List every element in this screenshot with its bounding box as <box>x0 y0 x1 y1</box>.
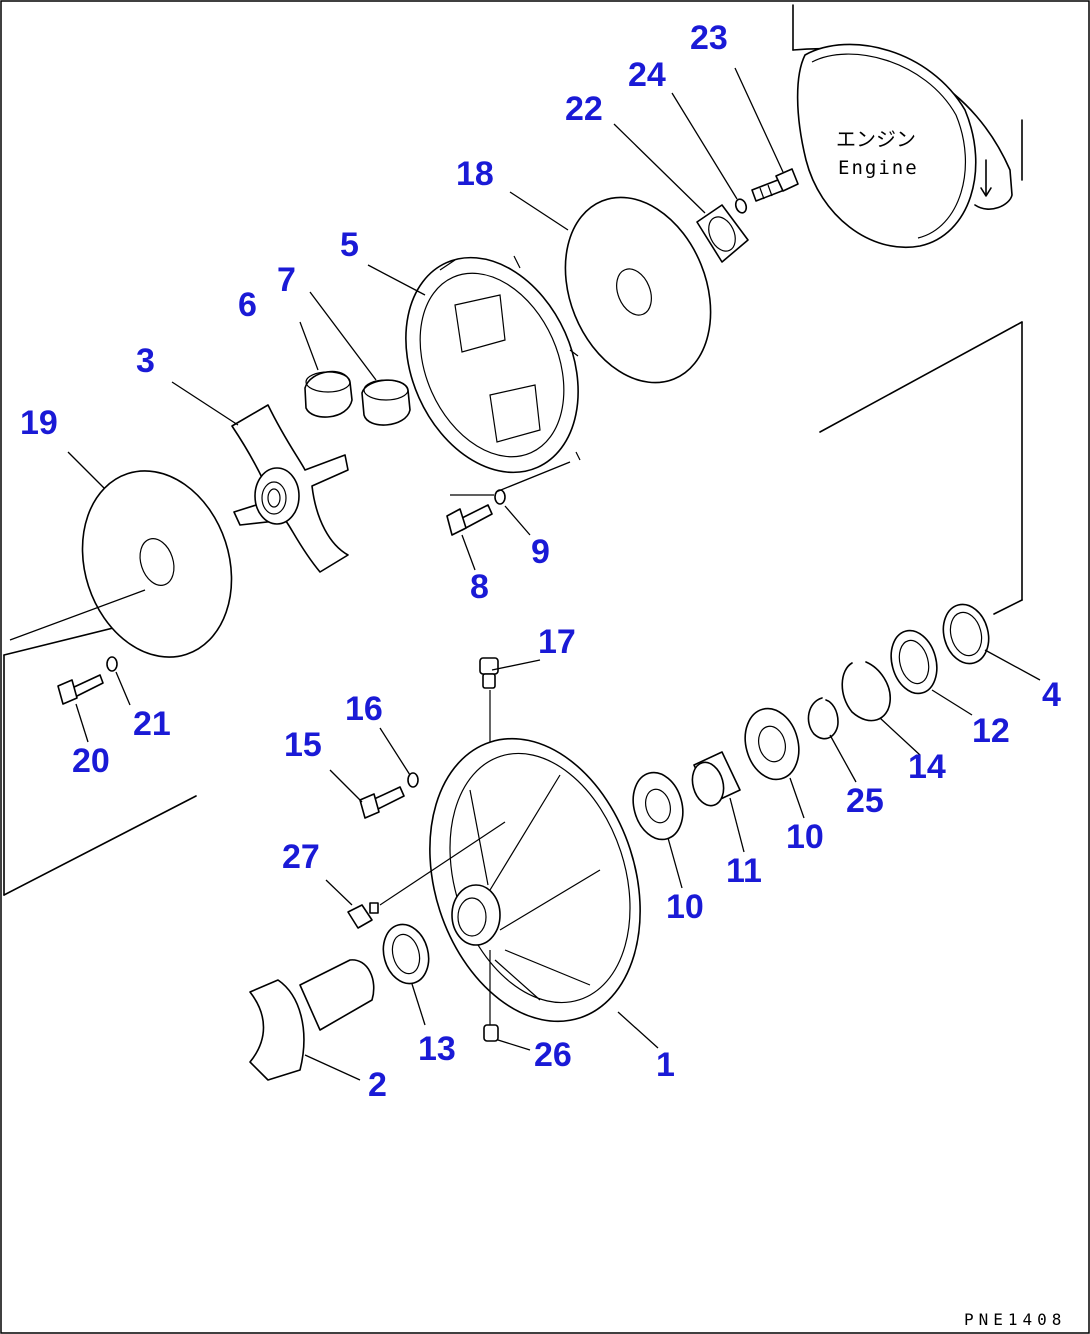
part-8-bolt <box>446 504 493 536</box>
part-26-plug <box>483 1024 499 1042</box>
engine-label-jp: エンジン <box>836 127 916 151</box>
callout-2: 2 <box>368 1066 387 1104</box>
part-10-bearing-right <box>744 707 800 781</box>
callouts: 23 24 22 18 5 7 6 3 19 9 8 17 4 16 21 12… <box>20 19 1061 1104</box>
callout-8: 8 <box>470 568 489 606</box>
engine-label-en: Engine <box>838 157 919 179</box>
callout-18: 18 <box>456 155 494 193</box>
callout-7: 7 <box>277 261 296 299</box>
leader-lines <box>9 67 1041 1081</box>
part-2-yoke <box>249 959 375 1081</box>
callout-25: 25 <box>846 782 884 820</box>
part-27-fitting <box>347 821 506 929</box>
callout-4: 4 <box>1042 676 1061 714</box>
callout-5: 5 <box>340 226 359 264</box>
part-3-hub <box>231 404 349 573</box>
callout-10-left: 10 <box>666 888 704 926</box>
callout-27: 27 <box>282 838 320 876</box>
callout-20: 20 <box>72 742 110 780</box>
callout-14: 14 <box>908 748 946 786</box>
part-6-plug <box>304 370 353 418</box>
part-1-case <box>429 737 641 1025</box>
callout-16: 16 <box>345 690 383 728</box>
part-23-bolt <box>751 168 799 202</box>
part-24-washer <box>734 198 748 214</box>
part-16-washer <box>407 772 419 788</box>
callout-17: 17 <box>538 623 576 661</box>
callout-10-right: 10 <box>786 818 824 856</box>
part-25-snap-ring <box>807 697 839 740</box>
callout-6: 6 <box>238 286 257 324</box>
callout-9: 9 <box>531 533 550 571</box>
engine-housing <box>792 4 1023 248</box>
part-19-plate <box>81 470 233 658</box>
part-18-plate <box>564 196 712 384</box>
callout-24: 24 <box>628 56 666 94</box>
part-10-bearing-left <box>632 771 684 841</box>
callout-12: 12 <box>972 712 1010 750</box>
part-21-washer <box>106 656 118 672</box>
callout-19: 19 <box>20 404 58 442</box>
part-14-snap-ring <box>841 661 891 722</box>
callout-26: 26 <box>534 1036 572 1074</box>
callout-21: 21 <box>133 705 171 743</box>
callout-13: 13 <box>418 1030 456 1068</box>
part-20-bolt <box>57 674 104 705</box>
part-11-bearing <box>691 751 741 807</box>
callout-15: 15 <box>284 726 322 764</box>
callout-23: 23 <box>690 19 728 57</box>
callout-22: 22 <box>565 90 603 128</box>
drawing-code: PNE1408 <box>964 1310 1066 1329</box>
callout-11: 11 <box>726 852 762 890</box>
part-5-housing <box>405 255 581 474</box>
part-15-bolt <box>359 786 405 819</box>
callout-3: 3 <box>136 342 155 380</box>
part-13-seal <box>382 923 430 985</box>
callout-1: 1 <box>656 1046 675 1084</box>
part-4-ring <box>942 603 990 665</box>
part-7-plug <box>361 379 411 426</box>
part-22-plate <box>696 204 749 263</box>
part-12-spacer <box>890 629 938 695</box>
